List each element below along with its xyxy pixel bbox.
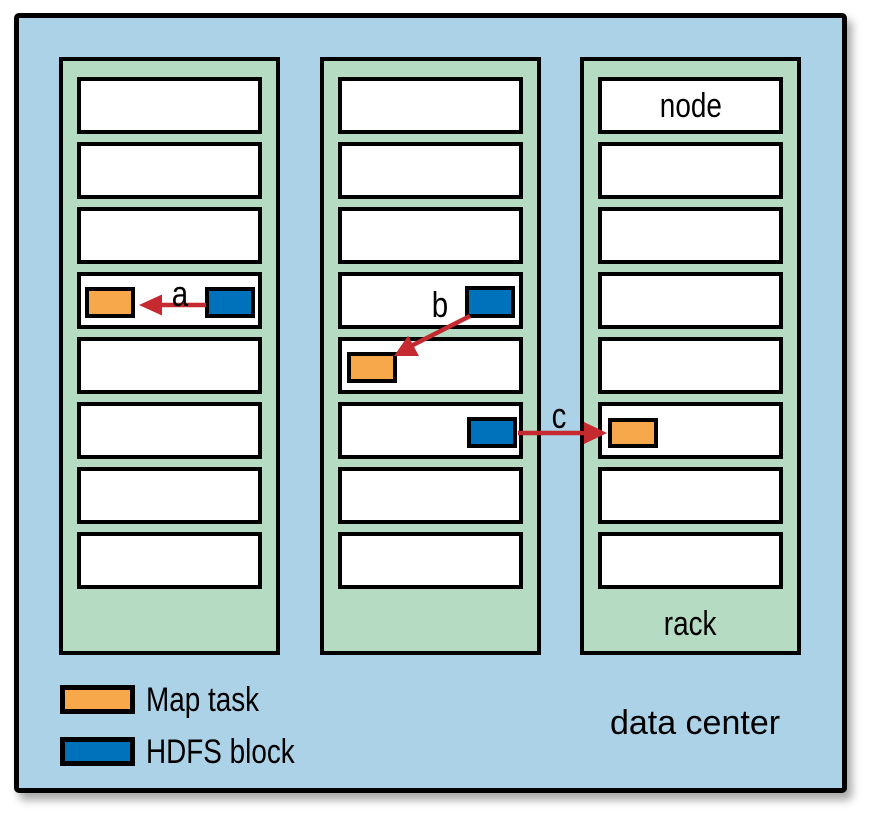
rack-3-node-4 bbox=[598, 272, 783, 329]
hdfs-block-a bbox=[205, 287, 255, 318]
rack-3-node-2 bbox=[598, 142, 783, 199]
rack-1-node-6 bbox=[77, 402, 262, 459]
rack-1-node-8 bbox=[77, 532, 262, 589]
rack-label: rack bbox=[664, 605, 717, 643]
legend-hdfs-block-item: HDFS block bbox=[146, 732, 327, 771]
rack-2-node-1 bbox=[338, 77, 523, 134]
rack-1-node-7 bbox=[77, 467, 262, 524]
rack-2-footer bbox=[338, 597, 523, 651]
rack-1 bbox=[59, 57, 280, 655]
legend-map-task-label: Map task bbox=[146, 680, 260, 719]
rack-2-node-2 bbox=[338, 142, 523, 199]
arrow-c-label: c bbox=[551, 395, 567, 436]
map-task-block-b bbox=[347, 352, 397, 383]
map-task-block-a bbox=[85, 287, 135, 318]
rack-2-node-8 bbox=[338, 532, 523, 589]
legend-hdfs-block-swatch bbox=[60, 737, 135, 766]
map-task-block-c bbox=[608, 418, 658, 448]
rack-2-node-7 bbox=[338, 467, 523, 524]
legend-map-task-item: Map task bbox=[146, 680, 284, 719]
rack-3: node rack bbox=[580, 57, 801, 655]
data-center-caption: data center bbox=[540, 706, 850, 740]
rack-3-node-8 bbox=[598, 532, 783, 589]
rack-3-node-3 bbox=[598, 207, 783, 264]
hdfs-block-b bbox=[465, 286, 515, 318]
data-center-label: data center bbox=[609, 704, 781, 742]
rack-2 bbox=[320, 57, 541, 655]
rack-2-node-3 bbox=[338, 207, 523, 264]
hdfs-block-c bbox=[467, 417, 517, 448]
rack-3-node-5 bbox=[598, 337, 783, 394]
rack-1-node-3 bbox=[77, 207, 262, 264]
rack-1-node-5 bbox=[77, 337, 262, 394]
arrow-a-label: a bbox=[171, 273, 189, 314]
arrow-b-label: b bbox=[431, 284, 449, 325]
rack-1-node-1 bbox=[77, 77, 262, 134]
node-label: node bbox=[659, 86, 722, 125]
rack-1-footer bbox=[77, 597, 262, 651]
rack-3-node-7 bbox=[598, 467, 783, 524]
rack-1-node-2 bbox=[77, 142, 262, 199]
legend-hdfs-block-label: HDFS block bbox=[146, 732, 295, 771]
rack-3-footer: rack bbox=[598, 597, 783, 651]
rack-3-node-1: node bbox=[598, 77, 783, 134]
legend-map-task-swatch bbox=[60, 685, 135, 714]
